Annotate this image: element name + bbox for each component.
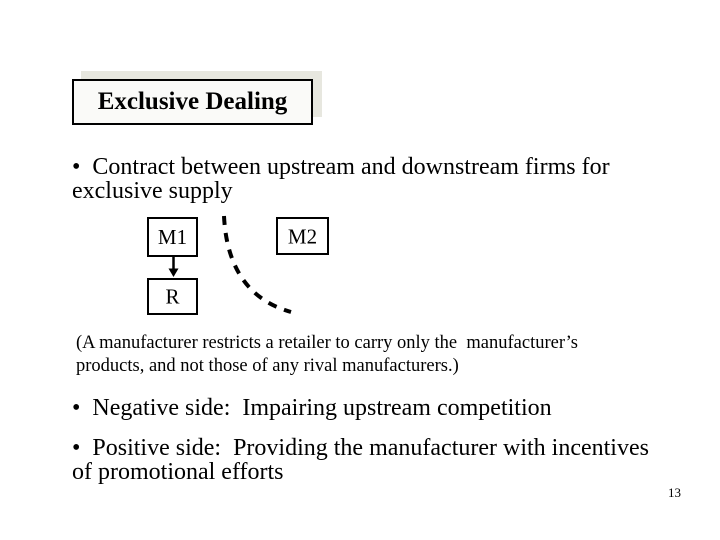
box-m1 xyxy=(147,217,198,257)
box-m1-label: M1 xyxy=(158,225,187,249)
manufacturer-note: (A manufacturer restricts a retailer to … xyxy=(76,333,579,376)
bullet-icon: • xyxy=(72,435,81,461)
bullet-item-negative-side: • Negative side: Impairing upstream compe… xyxy=(72,396,672,420)
dashed-exclusion-curve xyxy=(222,215,292,314)
title-box: Exclusive Dealing xyxy=(72,79,313,125)
bullet-icon: • xyxy=(72,154,81,180)
box-m2-label: M2 xyxy=(288,225,317,249)
box-m2 xyxy=(276,217,329,255)
exclusive-dealing-diagram: M1 M2 R xyxy=(147,215,329,315)
bullet-text: Contract between upstream and downstream… xyxy=(72,154,610,204)
bullet-item-contract: •Contract between upstream and downstrea… xyxy=(72,155,672,203)
bullet-text: Positive side: Providing the manufacture… xyxy=(72,435,649,485)
box-r-label: R xyxy=(165,285,179,309)
slide-page-number: 13 xyxy=(668,485,681,500)
bullet-text: Negative side: Impairing upstream compet… xyxy=(92,395,552,421)
box-r xyxy=(147,278,198,315)
page-title: Exclusive Dealing xyxy=(97,88,288,115)
bullet-icon: • xyxy=(72,395,81,421)
bullet-item-positive-side: •Positive side: Providing the manufactur… xyxy=(72,436,672,484)
arrowhead-icon xyxy=(168,268,179,277)
